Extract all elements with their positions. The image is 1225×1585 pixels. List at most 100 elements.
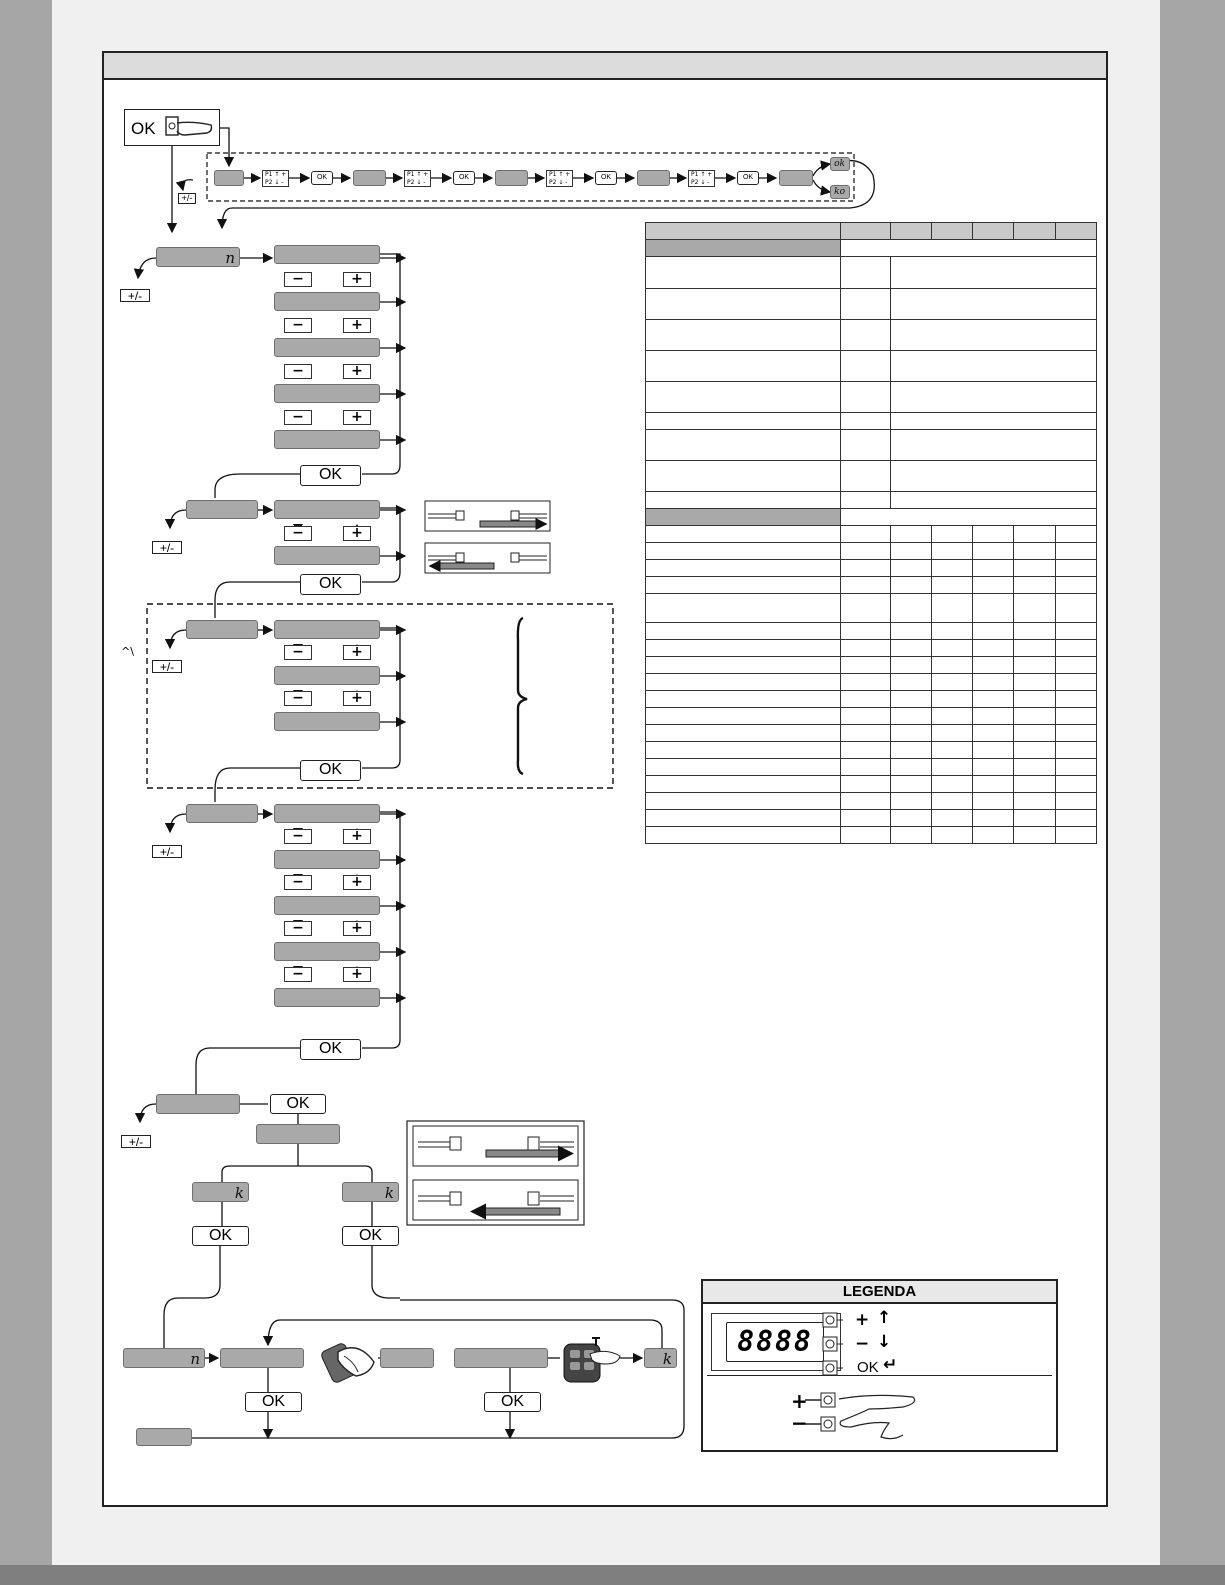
parameter-table: [644, 222, 1098, 844]
section4-plus-3[interactable]: +: [343, 921, 371, 936]
table-cell: [889, 690, 932, 708]
table-cell: [972, 775, 1015, 793]
table-cell: [1054, 673, 1098, 691]
right-k-display: k: [342, 1182, 399, 1202]
section4-minus-3[interactable]: −: [284, 921, 312, 936]
section1-plus-3[interactable]: +: [343, 364, 371, 379]
section1-minus-1[interactable]: −: [284, 272, 312, 287]
sequence-step-3: [495, 170, 528, 186]
table-cell: [1054, 741, 1098, 759]
section3-minus-1[interactable]: −: [284, 645, 312, 660]
table-cell: [840, 707, 891, 725]
table-cell: [1054, 542, 1098, 560]
table-cell: [644, 707, 842, 725]
section4-plus-1[interactable]: +: [343, 829, 371, 844]
section4-minus-2[interactable]: −: [284, 875, 312, 890]
bottom-strip: [0, 1565, 1225, 1585]
right-ok-button[interactable]: OK: [342, 1226, 399, 1246]
bottom-n-display: n: [123, 1348, 205, 1368]
section4-option-4: [274, 942, 380, 961]
table-cell: [1013, 622, 1056, 640]
section3-plus-1[interactable]: +: [343, 645, 371, 660]
legend-digit-display: 8888: [726, 1322, 824, 1362]
table-cell: [840, 576, 891, 594]
table-cell: [644, 622, 842, 640]
remote-control-icon: [563, 1337, 621, 1383]
table-cell: [1013, 707, 1056, 725]
section4-plus-4[interactable]: +: [343, 967, 371, 982]
section1-plus-1[interactable]: +: [343, 272, 371, 287]
table-cell: [840, 429, 891, 461]
section2-minus-1[interactable]: −: [284, 526, 312, 541]
section1-minus-4[interactable]: −: [284, 410, 312, 425]
table-cell: [840, 350, 891, 382]
p1-p2-box-3: P1 ↑ +P2 ↓ -: [546, 170, 573, 187]
section5-ok-button[interactable]: OK: [270, 1094, 326, 1114]
section5-plus-minus[interactable]: +/-: [121, 1135, 151, 1148]
sequence-ok-4[interactable]: OK: [737, 171, 759, 185]
section2-option-2: [274, 546, 380, 565]
legend-plus-label: +: [855, 1310, 870, 1330]
table-cell: [972, 690, 1015, 708]
table-cell: [889, 792, 932, 810]
table-cell: [972, 724, 1015, 742]
table-cell: [889, 491, 1098, 509]
bottom-ok-button-2[interactable]: OK: [484, 1392, 541, 1412]
section3-plus-minus[interactable]: +/-: [152, 660, 182, 673]
section4-minus-4[interactable]: −: [284, 967, 312, 982]
table-cell: [1054, 559, 1098, 577]
table-cell: [889, 622, 932, 640]
table-cell: [840, 525, 891, 543]
table-cell: [889, 525, 932, 543]
table-cell: [644, 491, 842, 509]
section3-plus-2[interactable]: +: [343, 691, 371, 706]
section3-ok-button[interactable]: OK: [300, 760, 361, 781]
table-cell: [889, 576, 932, 594]
sequence-ok-3[interactable]: OK: [595, 171, 617, 185]
table-cell: [644, 350, 842, 382]
table-cell: [889, 381, 1098, 413]
sequence-ok-2[interactable]: OK: [453, 171, 475, 185]
table-cell: [644, 809, 842, 827]
table-cell: [840, 792, 891, 810]
plus-minus-mini[interactable]: +/-: [178, 193, 196, 204]
section4-ok-button[interactable]: OK: [300, 1039, 361, 1060]
legend-hand-minus: −: [791, 1411, 808, 1435]
table-cell: [972, 639, 1015, 657]
table-cell: [1013, 741, 1056, 759]
section1-minus-3[interactable]: −: [284, 364, 312, 379]
table-cell: [1054, 724, 1098, 742]
group-header-1: [644, 239, 842, 257]
table-cell: [972, 826, 1015, 844]
section1-ok-button[interactable]: OK: [300, 465, 361, 486]
section2-ok-button[interactable]: OK: [300, 574, 361, 595]
table-cell: [930, 559, 974, 577]
table-cell: [1054, 809, 1098, 827]
section1-plus-2[interactable]: +: [343, 318, 371, 333]
sequence-ok-1[interactable]: OK: [311, 171, 333, 185]
table-cell: [972, 576, 1015, 594]
table-cell: [644, 593, 842, 623]
section4-plus-2[interactable]: +: [343, 875, 371, 890]
section4-minus-1[interactable]: −: [284, 829, 312, 844]
sequence-step-5: [779, 170, 813, 186]
table-header-col-4: [930, 222, 974, 240]
section2-plus-1[interactable]: +: [343, 526, 371, 541]
table-cell: [644, 724, 842, 742]
section3-minus-2[interactable]: −: [284, 691, 312, 706]
legend-title: LEGENDA: [703, 1281, 1056, 1304]
table-cell: [930, 707, 974, 725]
section4-plus-minus[interactable]: +/-: [152, 845, 182, 858]
table-cell: [840, 319, 891, 351]
table-cell: [889, 775, 932, 793]
section1-minus-2[interactable]: −: [284, 318, 312, 333]
table-cell: [889, 593, 932, 623]
left-ok-button[interactable]: OK: [192, 1226, 249, 1246]
table-header-col-3: [889, 222, 932, 240]
table-cell: [889, 758, 932, 776]
jog-down-icon: ↓: [877, 1332, 892, 1352]
section1-plus-4[interactable]: +: [343, 410, 371, 425]
bottom-ok-button-1[interactable]: OK: [245, 1392, 302, 1412]
section2-plus-minus[interactable]: +/-: [152, 541, 182, 554]
section1-plus-minus[interactable]: +/-: [120, 289, 150, 302]
